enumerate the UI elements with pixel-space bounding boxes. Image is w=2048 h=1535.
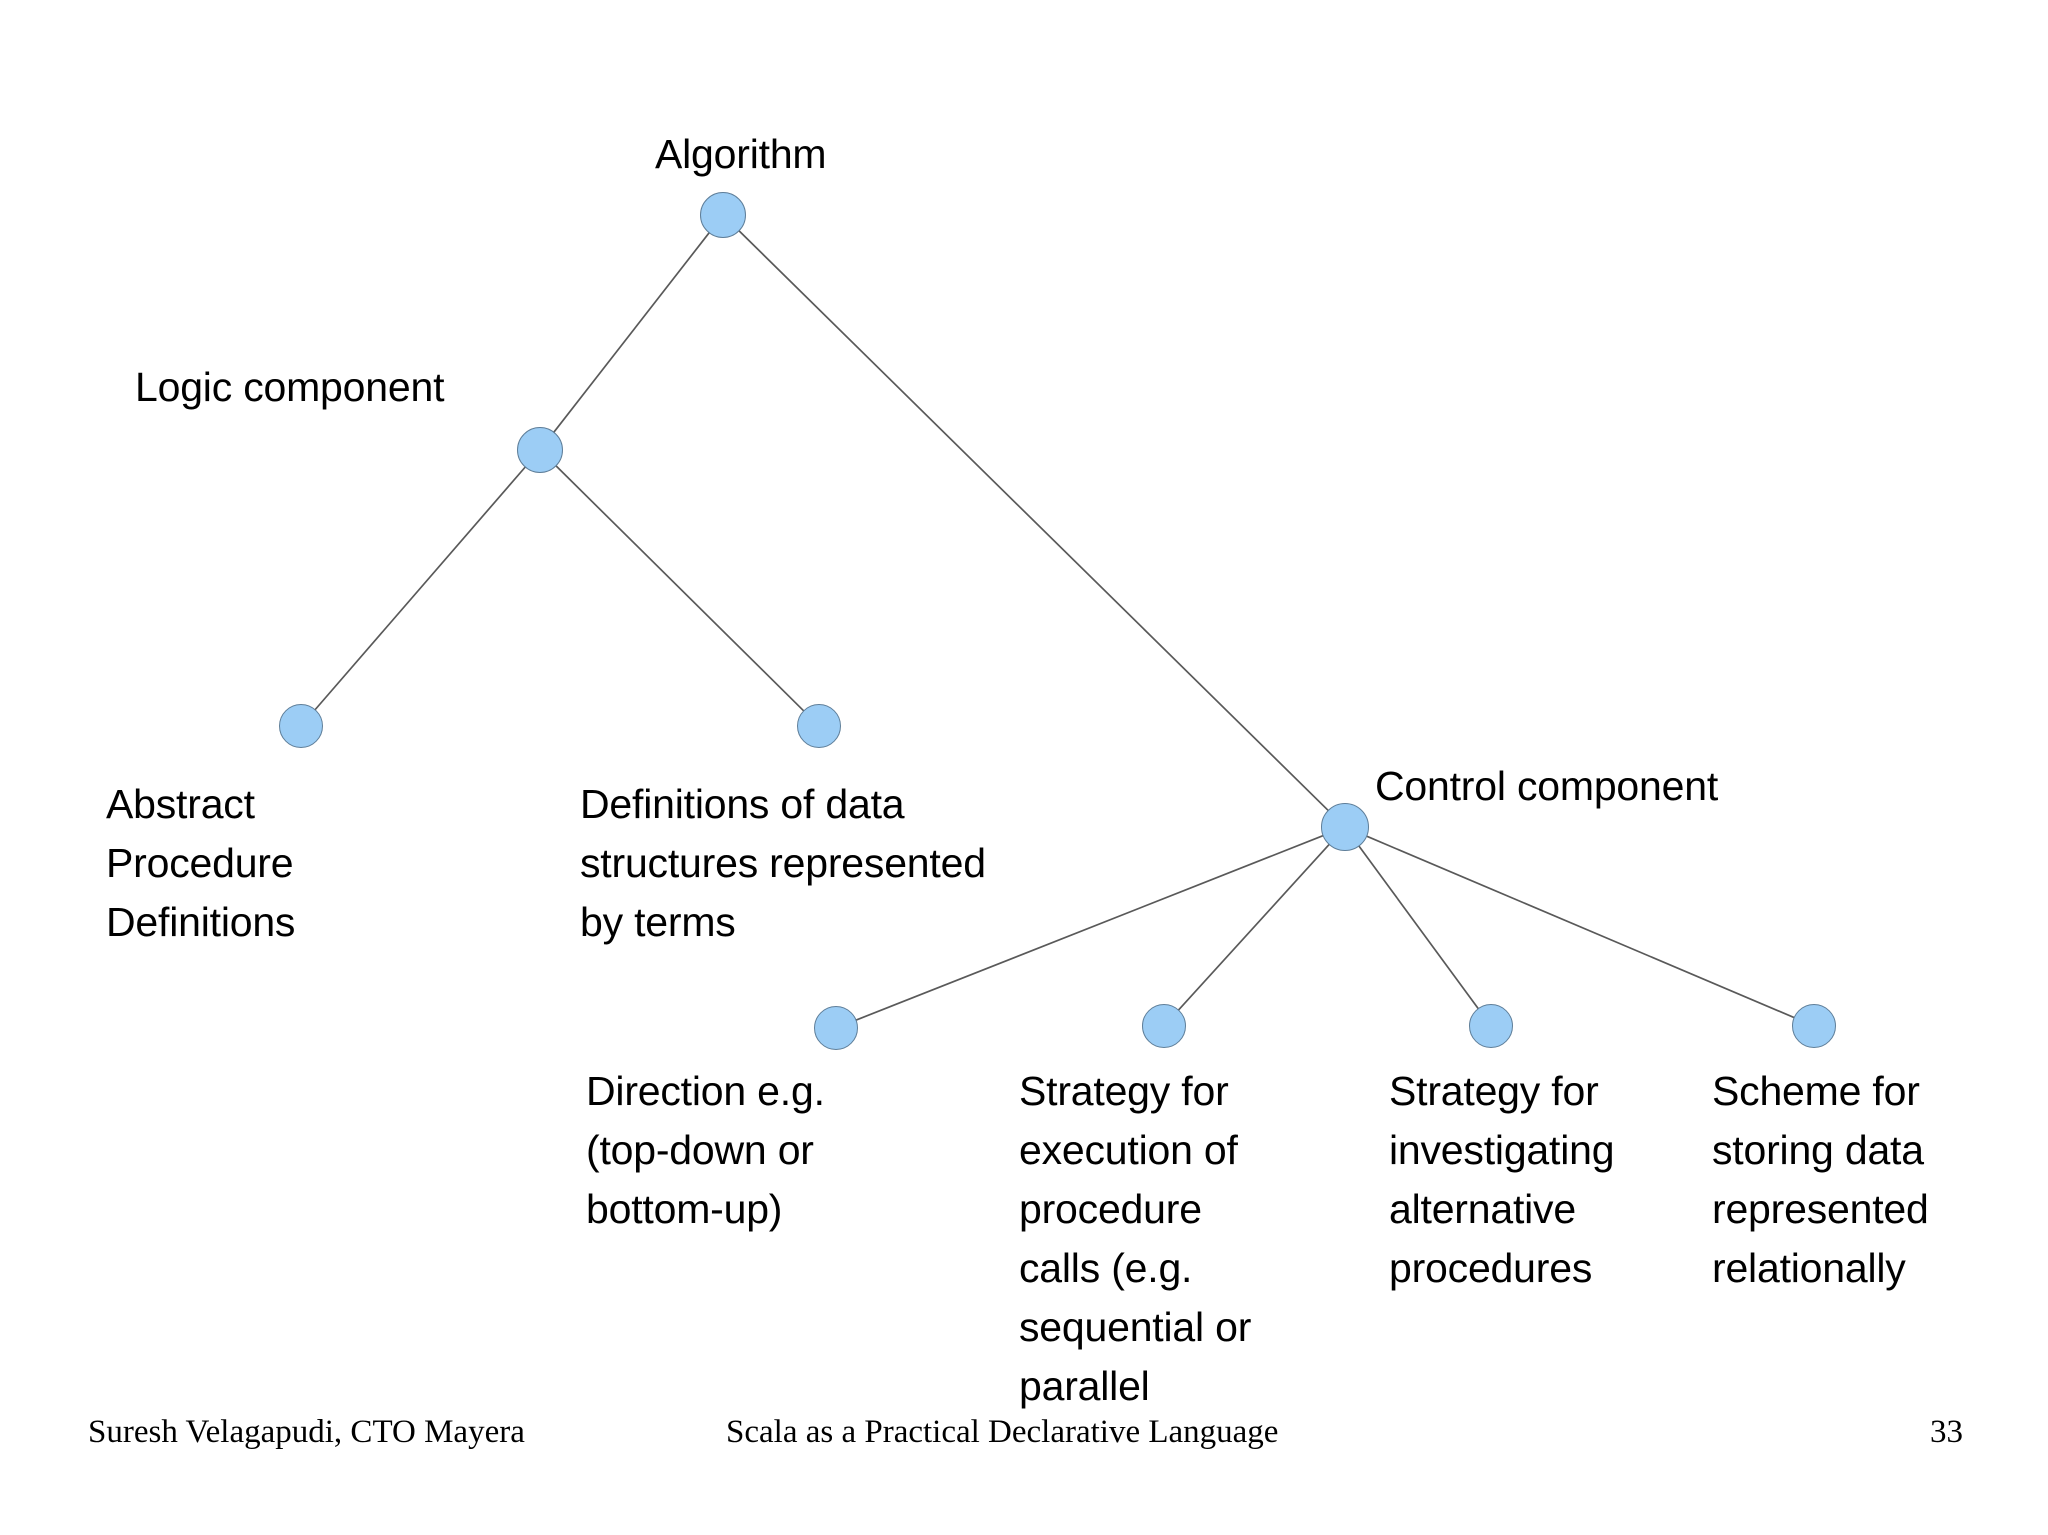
node-label-logic-component: Logic component bbox=[135, 364, 445, 410]
node-execution-strategy[interactable] bbox=[1142, 1004, 1186, 1048]
edge-algorithm-to-logic-component bbox=[552, 231, 711, 434]
node-label-execution-strategy: Strategy for execution of procedure call… bbox=[1019, 1068, 1252, 1409]
node-investigation-strategy[interactable] bbox=[1469, 1004, 1513, 1048]
edge-control-component-to-execution-strategy bbox=[1176, 842, 1331, 1012]
footer-author: Suresh Velagapudi, CTO Mayera bbox=[88, 1414, 525, 1450]
edge-logic-component-to-abstract-procedure bbox=[313, 465, 527, 712]
node-label-control-component: Control component bbox=[1375, 763, 1719, 809]
node-algorithm[interactable] bbox=[700, 192, 746, 238]
node-direction[interactable] bbox=[814, 1006, 858, 1050]
node-label-data-structures: Definitions of data structures represent… bbox=[580, 781, 986, 945]
node-label-algorithm: Algorithm bbox=[655, 131, 827, 177]
edge-control-component-to-investigation-strategy bbox=[1357, 844, 1480, 1011]
edge-control-component-to-storage-scheme bbox=[1364, 834, 1796, 1019]
node-label-direction: Direction e.g. (top-down or bottom-up) bbox=[586, 1068, 825, 1232]
node-data-structures[interactable] bbox=[797, 704, 841, 748]
node-label-storage-scheme: Scheme for storing data represented rela… bbox=[1712, 1068, 1929, 1291]
footer-page-number: 33 bbox=[1930, 1414, 1963, 1450]
node-control-component[interactable] bbox=[1321, 803, 1369, 851]
node-abstract-procedure[interactable] bbox=[279, 704, 323, 748]
edge-logic-component-to-data-structures bbox=[554, 464, 806, 713]
node-label-investigation-strategy: Strategy for investigating alternative p… bbox=[1389, 1068, 1615, 1291]
node-storage-scheme[interactable] bbox=[1792, 1004, 1836, 1048]
node-label-abstract-procedure: Abstract Procedure Definitions bbox=[106, 781, 296, 945]
footer-title: Scala as a Practical Declarative Languag… bbox=[726, 1414, 1279, 1450]
node-logic-component[interactable] bbox=[517, 427, 563, 473]
